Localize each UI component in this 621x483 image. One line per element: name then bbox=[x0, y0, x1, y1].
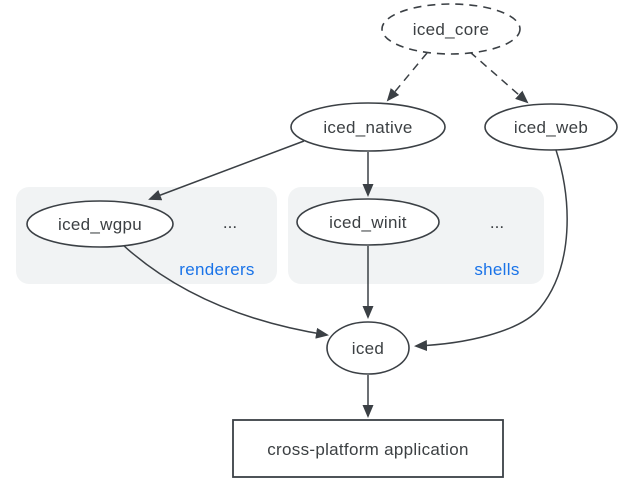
node-iced_native-shape bbox=[290, 102, 446, 152]
node-iced_wgpu-shape bbox=[26, 200, 174, 248]
edge-iced_core-to-iced_native bbox=[386, 52, 428, 102]
group-renderers-ellipsis: ... bbox=[223, 213, 237, 232]
group-renderers-label: renderers bbox=[179, 260, 254, 279]
edge-iced_web-to-iced bbox=[414, 149, 568, 352]
node-app-label: cross-platform application bbox=[267, 440, 469, 459]
node-iced_core-shape bbox=[381, 3, 521, 55]
node-iced_core-label: iced_core bbox=[413, 20, 489, 39]
node-iced-shape bbox=[326, 321, 410, 375]
edge-iced_core-to-iced_web bbox=[469, 51, 529, 104]
node-app-shape bbox=[232, 419, 504, 478]
node-iced_winit-label: iced_winit bbox=[329, 213, 407, 232]
node-iced_web-shape bbox=[484, 103, 618, 151]
edge-iced_native-to-iced_wgpu bbox=[148, 140, 305, 201]
edge-iced_wgpu-to-iced bbox=[122, 244, 329, 339]
node-iced_wgpu-label: iced_wgpu bbox=[58, 215, 142, 234]
group-shells-label: shells bbox=[474, 260, 519, 279]
node-iced_web-label: iced_web bbox=[514, 118, 588, 137]
node-iced-label: iced bbox=[352, 339, 384, 358]
node-iced_winit-shape bbox=[296, 198, 440, 246]
group-shells-ellipsis: ... bbox=[490, 213, 504, 232]
node-iced_native-label: iced_native bbox=[323, 118, 412, 137]
